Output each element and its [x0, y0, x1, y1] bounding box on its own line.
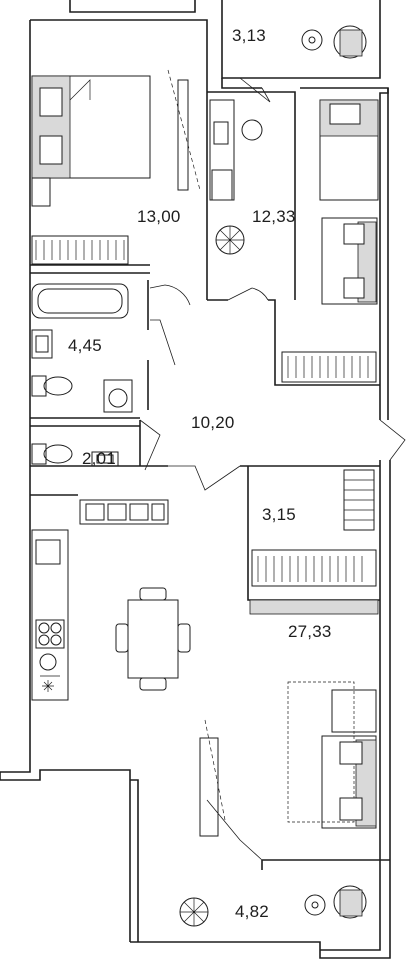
sofa-living — [287, 681, 377, 829]
kitchen-counter — [31, 529, 69, 701]
closet-shelving — [249, 469, 379, 615]
double-bed — [31, 75, 151, 207]
bathtub — [31, 283, 129, 319]
area-hallway: 10,20 — [191, 413, 235, 432]
dining-table — [115, 587, 191, 691]
balcony-bottom-furniture — [179, 885, 367, 927]
bedroom-radiator — [31, 235, 129, 265]
tv-stand — [199, 719, 226, 837]
radiator-second-bedroom — [281, 351, 377, 383]
sink-bathroom — [31, 329, 53, 359]
area-closet: 3,15 — [262, 505, 296, 524]
hallway-cabinets — [79, 499, 169, 525]
balcony-top-furniture — [301, 25, 367, 59]
single-bed — [319, 99, 379, 201]
area-bathroom: 4,45 — [68, 336, 102, 355]
area-kitchen-living: 27,33 — [288, 622, 332, 641]
toilet-wc — [31, 443, 73, 465]
sofa-second-bedroom — [321, 217, 378, 305]
wardrobe-bedroom — [167, 69, 201, 191]
area-bedroom-second: 12,33 — [252, 207, 296, 226]
toilet-bathroom — [31, 375, 73, 397]
area-balcony-top: 3,13 — [232, 26, 266, 45]
plant-bedroom — [215, 225, 245, 255]
desk-with-chair — [209, 99, 263, 201]
sink-wc — [91, 451, 119, 467]
area-balcony-bottom: 4,82 — [235, 902, 269, 921]
exterior-walls — [0, 0, 391, 959]
washing-machine — [103, 379, 133, 413]
area-bedroom-main: 13,00 — [137, 207, 181, 226]
area-toilet: 2,01 — [82, 449, 116, 468]
doors — [139, 77, 406, 861]
